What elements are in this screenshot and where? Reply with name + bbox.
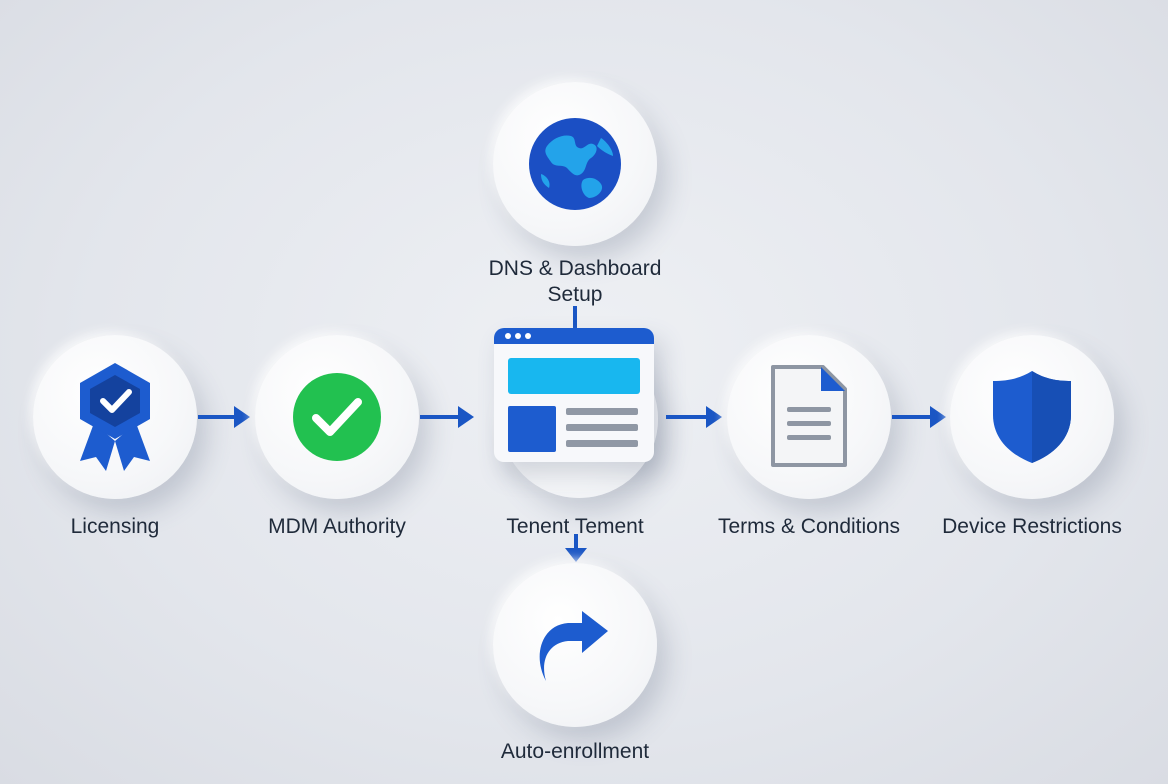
arrow-tenant-auto xyxy=(565,534,587,562)
node-auto-enrollment xyxy=(493,563,657,727)
node-dns-dashboard xyxy=(493,82,657,246)
checkmark-circle-icon xyxy=(293,373,381,461)
label-licensing: Licensing xyxy=(70,515,160,538)
label-terms-conditions: Terms & Conditions xyxy=(717,515,901,538)
label-mdm-authority: MDM Authority xyxy=(268,515,406,538)
document-icon xyxy=(771,365,847,467)
label-auto-enrollment: Auto-enrollment xyxy=(500,740,650,763)
arrow-licensing-mdm xyxy=(198,406,250,428)
arrow-tenant-terms xyxy=(666,406,722,428)
globe-icon xyxy=(529,118,621,210)
shield-icon xyxy=(993,371,1071,463)
label-dns-line1: DNS & Dashboard xyxy=(488,257,662,280)
redirect-arrow-icon xyxy=(539,611,608,681)
node-licensing xyxy=(33,335,197,499)
label-dns-line2: Setup xyxy=(547,283,603,306)
node-terms-conditions xyxy=(727,335,891,499)
label-dns-dashboard: DNS & Dashboard Setup xyxy=(465,256,685,308)
connector-dns-tenant xyxy=(573,306,577,328)
label-tenant: Tenent Tement xyxy=(506,515,644,538)
browser-window-icon xyxy=(494,328,654,462)
node-mdm-authority xyxy=(255,335,419,499)
badge-check-icon xyxy=(80,363,150,471)
arrow-mdm-tenant xyxy=(420,406,474,428)
node-device-restrictions xyxy=(950,335,1114,499)
arrow-terms-device xyxy=(892,406,946,428)
label-device-restrictions: Device Restrictions xyxy=(942,515,1122,538)
